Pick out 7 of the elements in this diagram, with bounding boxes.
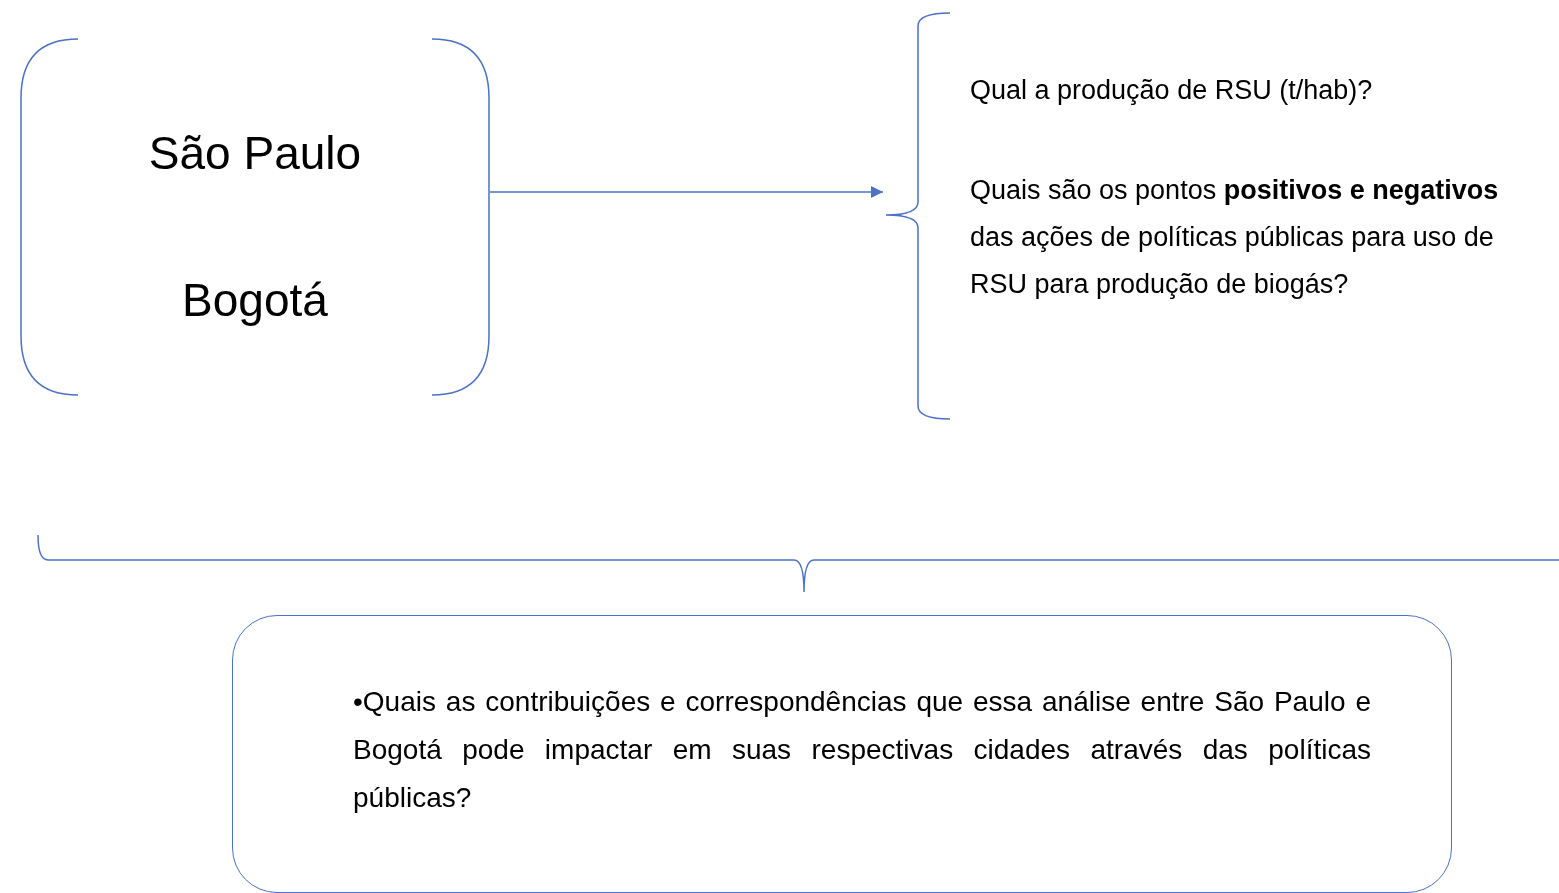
question-text: •Quais as contribuições e correspondências que essa análise entre São Paulo e Bogotá pode impactar em suas respectivas cidades através das políticas públicas? bbox=[353, 685, 1371, 815]
city-name: Bogotá bbox=[181, 273, 329, 328]
arrow bbox=[489, 186, 884, 198]
city-name: São Paulo bbox=[147, 126, 363, 181]
question-text: Qual a produção de RSU (t/hab)? bbox=[970, 74, 1374, 107]
question-text: Quais são os pontos positivos e negativos das ações de políticas públicas para uso de RSU para produção de biogás? bbox=[970, 174, 1500, 301]
rounded-box bbox=[232, 615, 1452, 893]
